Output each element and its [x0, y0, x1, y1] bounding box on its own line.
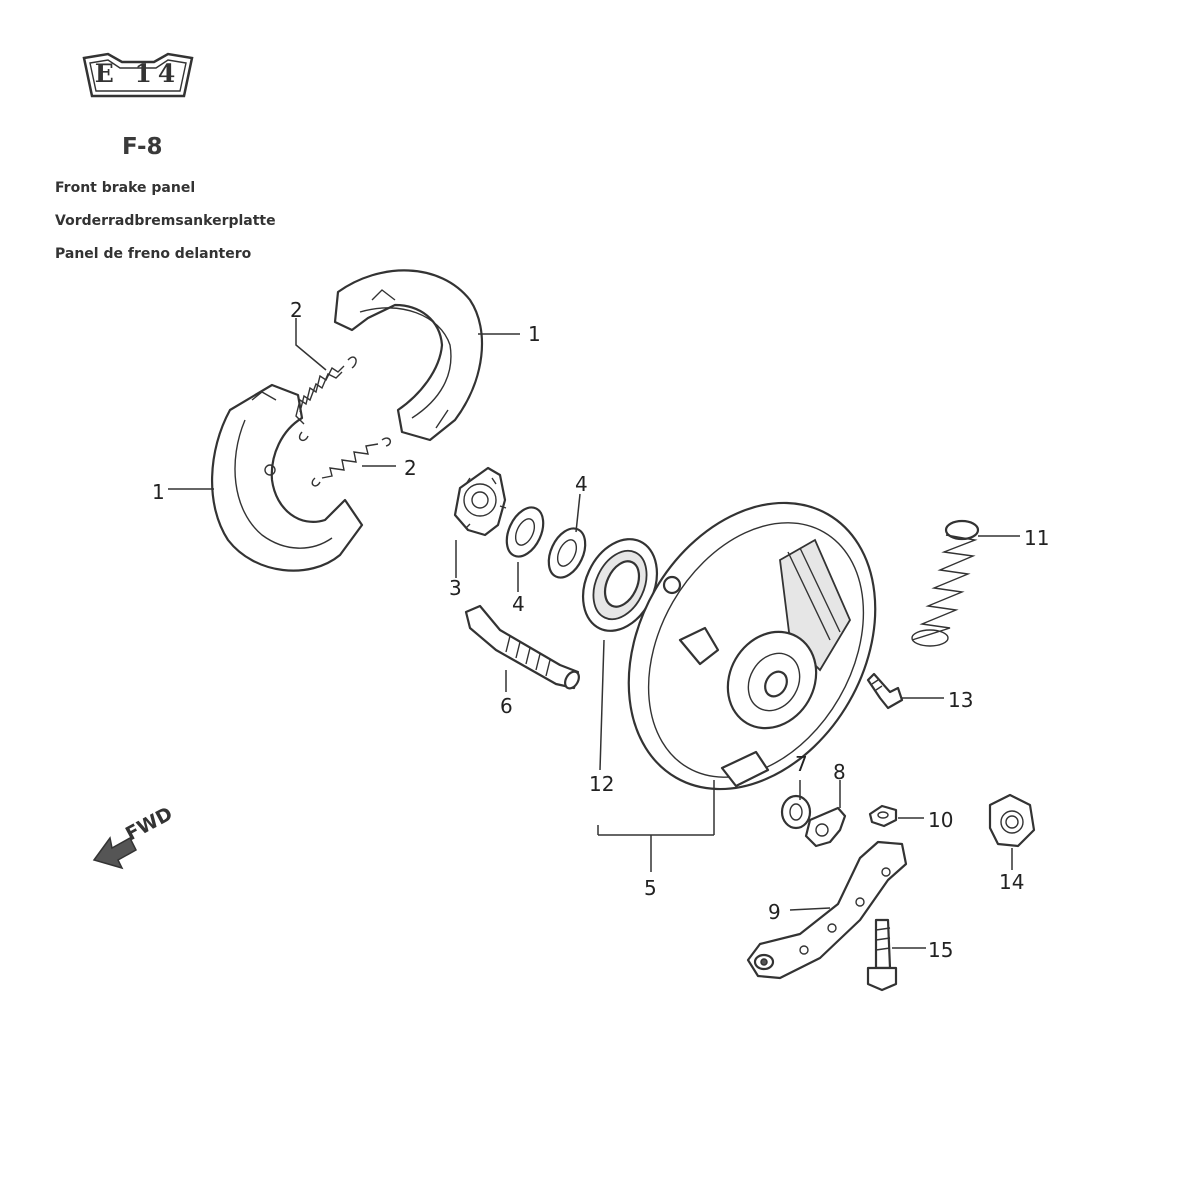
wear-indicator [804, 806, 847, 848]
dust-seal [582, 538, 658, 632]
callout-5: 5 [644, 876, 657, 900]
washer [547, 527, 587, 579]
brake-shoe-lower [211, 383, 364, 572]
caption-english: Front brake panel [55, 180, 196, 196]
forward-arrow-icon [92, 836, 137, 870]
callout-7: 7 [795, 752, 808, 776]
callout-4: 4 [512, 592, 525, 616]
brake-panel [627, 501, 877, 791]
badge-frame [82, 52, 194, 98]
nut [868, 804, 898, 828]
leader-lines [168, 318, 1020, 949]
brake-arm [746, 840, 908, 980]
callout-4: 4 [575, 472, 588, 496]
callout-1: 1 [152, 480, 165, 504]
callout-2: 2 [404, 456, 417, 480]
callout-2: 2 [290, 298, 303, 322]
page-code: F-8 [122, 134, 163, 160]
brake-cam [464, 604, 580, 690]
callout-1: 1 [528, 322, 541, 346]
screw [866, 672, 904, 710]
callout-12: 12 [589, 772, 615, 796]
section-badge: E 14 [78, 50, 198, 102]
callout-11: 11 [1024, 526, 1050, 550]
brake-spring-upper [295, 356, 357, 442]
pinch-bolt [866, 918, 898, 992]
axle-nut [988, 793, 1036, 848]
callout-9: 9 [768, 900, 781, 924]
brake-shoe-upper [333, 269, 484, 442]
felt-seal [505, 506, 545, 558]
callout-8: 8 [833, 760, 846, 784]
caption-spanish: Panel de freno delantero [55, 246, 252, 262]
callout-3: 3 [449, 576, 462, 600]
callout-13: 13 [948, 688, 974, 712]
callout-15: 15 [928, 938, 954, 962]
return-spring [911, 519, 980, 647]
callout-6: 6 [500, 694, 513, 718]
caption-german: Vorderradbremsankerplatte [55, 213, 276, 229]
brake-spring-lower [311, 437, 392, 487]
wear-indicator-plate [453, 466, 507, 537]
wave-washer [780, 794, 812, 830]
callout-10: 10 [928, 808, 954, 832]
callout-14: 14 [999, 870, 1025, 894]
badge-label: E 14 [94, 59, 182, 88]
